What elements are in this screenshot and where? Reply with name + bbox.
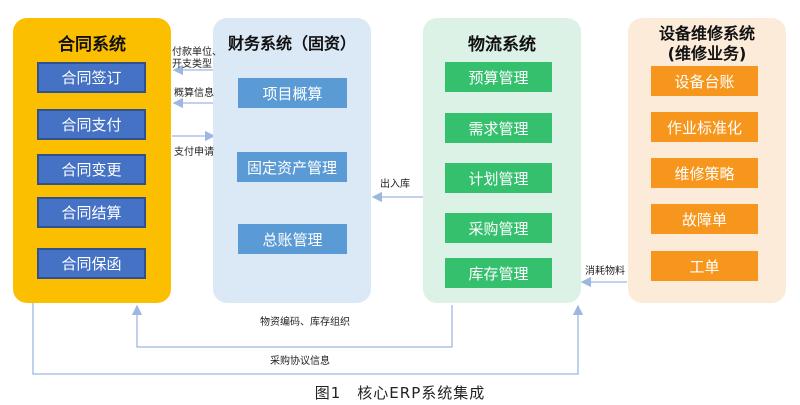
label-consumables: 消耗物料 <box>585 266 625 277</box>
label-payment-unit-line1: 付款单位、 <box>172 47 222 58</box>
logistics-item-procurement[interactable]: 采购管理 <box>445 213 552 243</box>
contract-item-signing[interactable]: 合同签订 <box>37 62 146 93</box>
logistics-item-budget[interactable]: 预算管理 <box>445 62 552 92</box>
logistics-item-demand[interactable]: 需求管理 <box>445 113 552 143</box>
contract-item-payment[interactable]: 合同支付 <box>37 109 146 140</box>
arrow-material-code <box>131 304 453 348</box>
finance-system-title: 财务系统（固资） <box>227 34 356 53</box>
label-payment-unit: 付款单位、 开支类型 <box>172 47 222 71</box>
maintenance-item-fault-ticket[interactable]: 故障单 <box>651 204 758 234</box>
maintenance-system-title: 设备维修系统 (维修业务) <box>628 24 786 64</box>
contract-item-guarantee[interactable]: 合同保函 <box>37 248 146 279</box>
contract-item-change[interactable]: 合同变更 <box>37 154 146 185</box>
label-payment-unit-line2: 开支类型 <box>172 59 212 70</box>
logistics-item-inventory[interactable]: 库存管理 <box>445 258 552 288</box>
label-purchase-agreement: 采购协议信息 <box>270 356 330 367</box>
finance-item-project-budget[interactable]: 项目概算 <box>238 78 347 108</box>
finance-item-fixed-assets[interactable]: 固定资产管理 <box>237 152 347 182</box>
figure-caption: 图1 核心ERP系统集成 <box>314 384 486 402</box>
contract-system-panel: 合同系统 合同签订 合同支付 合同变更 合同结算 合同保函 <box>13 18 171 303</box>
maintenance-title-line1: 设备维修系统 <box>658 24 755 43</box>
contract-item-settlement[interactable]: 合同结算 <box>37 197 146 228</box>
maintenance-item-equipment-ledger[interactable]: 设备台账 <box>651 66 758 96</box>
finance-item-general-ledger[interactable]: 总账管理 <box>238 224 347 254</box>
label-material-code: 物资编码、库存组织 <box>260 317 350 328</box>
label-in-out-warehouse: 出入库 <box>380 179 410 190</box>
logistics-system-panel: 物流系统 预算管理 需求管理 计划管理 采购管理 库存管理 <box>423 18 581 303</box>
label-payment-request: 支付申请 <box>174 147 214 158</box>
maintenance-title-line2: (维修业务) <box>667 44 747 63</box>
maintenance-item-standardization[interactable]: 作业标准化 <box>651 112 758 142</box>
maintenance-system-panel: 设备维修系统 (维修业务) 设备台账 作业标准化 维修策略 故障单 工单 <box>628 18 786 303</box>
maintenance-item-strategy[interactable]: 维修策略 <box>651 158 758 188</box>
contract-system-title: 合同系统 <box>58 35 126 55</box>
finance-system-panel: 财务系统（固资） 项目概算 固定资产管理 总账管理 <box>213 18 371 303</box>
label-budget-info: 概算信息 <box>174 88 214 99</box>
maintenance-item-work-order[interactable]: 工单 <box>651 251 758 281</box>
logistics-system-title: 物流系统 <box>468 35 536 55</box>
logistics-item-planning[interactable]: 计划管理 <box>445 163 552 193</box>
arrow-purchase-agreement <box>32 303 584 375</box>
